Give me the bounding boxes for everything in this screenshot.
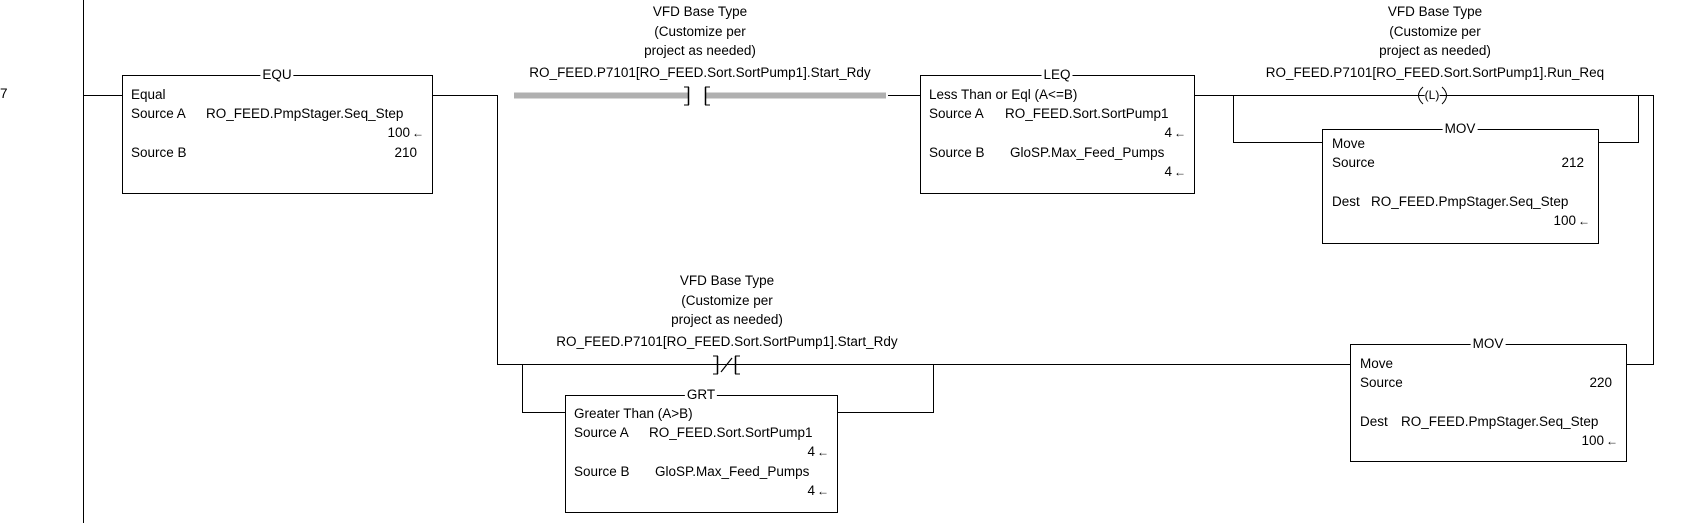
mov1-source-label: Source	[1332, 155, 1375, 170]
mov1-mnemonic: MOV	[1442, 121, 1478, 137]
equ-title: Equal	[131, 87, 166, 102]
rung-number: 7	[0, 86, 8, 101]
otl-coil-symbol	[1418, 86, 1447, 105]
equ-source-b-value[interactable]: 210	[394, 145, 417, 160]
leq-source-b-label: Source B	[929, 145, 985, 160]
leq-title: Less Than or Eql (A<=B)	[929, 87, 1078, 102]
mov1-dest-tag[interactable]: RO_FEED.PmpStager.Seq_Step	[1371, 194, 1569, 209]
left-arrow-icon: ←	[1174, 126, 1186, 140]
equ-source-b-label: Source B	[131, 145, 187, 160]
left-arrow-icon: ←	[1174, 165, 1186, 179]
mov2-title: Move	[1360, 356, 1394, 371]
leq-source-a-label: Source A	[929, 106, 984, 121]
left-arrow-icon: ←	[412, 126, 424, 140]
xio-desc-line3: project as needed)	[671, 312, 783, 327]
mov1-source-value[interactable]: 212	[1561, 155, 1584, 170]
grt-source-a-value: 4←	[807, 444, 829, 459]
xio-desc-line1: VFD Base Type	[679, 273, 775, 288]
grt-source-b-value: 4←	[807, 483, 829, 498]
xio-contact[interactable]	[712, 354, 742, 376]
xic-contact[interactable]	[684, 85, 712, 107]
otl-desc-line2: (Customize per	[1389, 24, 1481, 39]
left-arrow-icon: ←	[817, 484, 829, 498]
xic-desc-line3: project as needed)	[644, 43, 756, 58]
mov1-dest-label: Dest	[1332, 194, 1360, 209]
mov2-dest-value: 100←	[1581, 433, 1618, 448]
xic-contact-symbol	[514, 86, 886, 106]
equ-source-a-value: 100←	[387, 125, 424, 140]
equ-source-a-label: Source A	[131, 106, 186, 121]
grt-source-a-label: Source A	[574, 425, 629, 440]
otl-desc-line1: VFD Base Type	[1387, 4, 1483, 19]
grt-block[interactable]: GRT Greater Than (A>B) Source A RO_FEED.…	[565, 387, 838, 513]
equ-source-a-tag[interactable]: RO_FEED.PmpStager.Seq_Step	[206, 106, 404, 121]
equ-mnemonic: EQU	[260, 67, 294, 83]
grt-source-b-tag[interactable]: GloSP.Max_Feed_Pumps	[655, 464, 810, 479]
grt-mnemonic: GRT	[684, 387, 718, 403]
xio-contact-symbol	[713, 355, 740, 375]
leq-mnemonic: LEQ	[1041, 67, 1073, 83]
grt-source-b-label: Source B	[574, 464, 630, 479]
mov2-block[interactable]: MOV Move Source 220 Dest RO_FEED.PmpStag…	[1350, 336, 1627, 462]
xio-tag[interactable]: RO_FEED.P7101[RO_FEED.Sort.SortPump1].St…	[556, 334, 898, 349]
equ-block[interactable]: EQU Equal Source A RO_FEED.PmpStager.Seq…	[122, 67, 433, 194]
mov1-dest-value: 100←	[1553, 213, 1590, 228]
left-arrow-icon: ←	[1578, 214, 1590, 228]
mov2-source-label: Source	[1360, 375, 1403, 390]
mov2-dest-label: Dest	[1360, 414, 1388, 429]
leq-source-a-value: 4←	[1164, 125, 1186, 140]
mov2-mnemonic: MOV	[1470, 336, 1506, 352]
mov1-title: Move	[1332, 136, 1366, 151]
grt-title: Greater Than (A>B)	[574, 406, 693, 421]
otl-tag[interactable]: RO_FEED.P7101[RO_FEED.Sort.SortPump1].Ru…	[1265, 65, 1605, 80]
otl-desc-line3: project as needed)	[1379, 43, 1491, 58]
left-arrow-icon: ←	[817, 445, 829, 459]
otl-coil[interactable]: (L)	[1424, 87, 1440, 103]
grt-source-a-tag[interactable]: RO_FEED.Sort.SortPump1	[649, 425, 813, 440]
leq-block[interactable]: LEQ Less Than or Eql (A<=B) Source A RO_…	[920, 67, 1195, 194]
xic-tag[interactable]: RO_FEED.P7101[RO_FEED.Sort.SortPump1].St…	[529, 65, 871, 80]
left-arrow-icon: ←	[1606, 434, 1618, 448]
xic-desc-line1: VFD Base Type	[652, 4, 748, 19]
leq-source-b-value: 4←	[1164, 164, 1186, 179]
leq-source-b-tag[interactable]: GloSP.Max_Feed_Pumps	[1010, 145, 1165, 160]
leq-source-a-tag[interactable]: RO_FEED.Sort.SortPump1	[1005, 106, 1169, 121]
xic-desc-line2: (Customize per	[654, 24, 746, 39]
xio-desc-line2: (Customize per	[681, 293, 773, 308]
mov2-dest-tag[interactable]: RO_FEED.PmpStager.Seq_Step	[1401, 414, 1599, 429]
mov2-source-value[interactable]: 220	[1589, 375, 1612, 390]
mov1-block[interactable]: MOV Move Source 212 Dest RO_FEED.PmpStag…	[1322, 121, 1599, 244]
